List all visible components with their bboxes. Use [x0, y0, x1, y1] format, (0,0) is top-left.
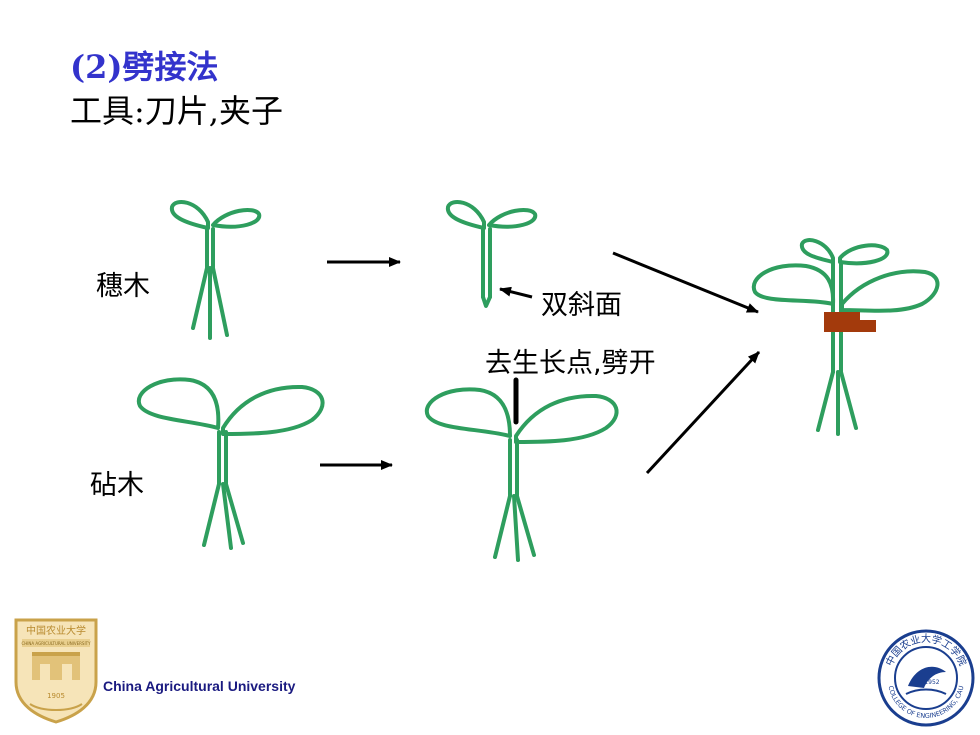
cau-seal-banner: CHINA AGRICULTURAL UNIVERSITY: [21, 641, 91, 646]
rootstock-label: 砧木: [90, 470, 144, 501]
bevel-pointer-arrow: [499, 286, 533, 299]
rootstock-to-graft-arrow: [645, 350, 761, 475]
clip-block: [824, 312, 876, 332]
scion-to-graft-arrow: [612, 251, 759, 314]
grafted-seedling: [751, 238, 940, 436]
engineering-seal-year: 1952: [924, 679, 939, 686]
rootstock-split-seedling: [424, 387, 619, 562]
scion-seedling: [169, 200, 262, 340]
scion-label: 穗木: [96, 271, 150, 302]
double-bevel-label: 双斜面: [541, 290, 622, 321]
remove-growing-point-label: 去生长点,劈开: [485, 348, 656, 379]
university-name: China Agricultural University: [103, 678, 296, 694]
scion-cut-seedling: [445, 200, 538, 308]
cau-seal-text: 中国农业大学: [26, 624, 86, 637]
cau-seal-year: 1905: [47, 692, 65, 700]
cau-logo: 中国农业大学 CHINA AGRICULTURAL UNIVERSITY 190…: [14, 618, 98, 724]
slide-title: (2)劈接法: [70, 48, 219, 86]
rootstock-seedling: [136, 377, 325, 550]
slide-subtitle: 工具:刀片,夹子: [70, 92, 283, 130]
engineering-college-logo: 中国农业大学工学院 COLLEGE OF ENGINEERING, CAU 19…: [877, 629, 975, 727]
